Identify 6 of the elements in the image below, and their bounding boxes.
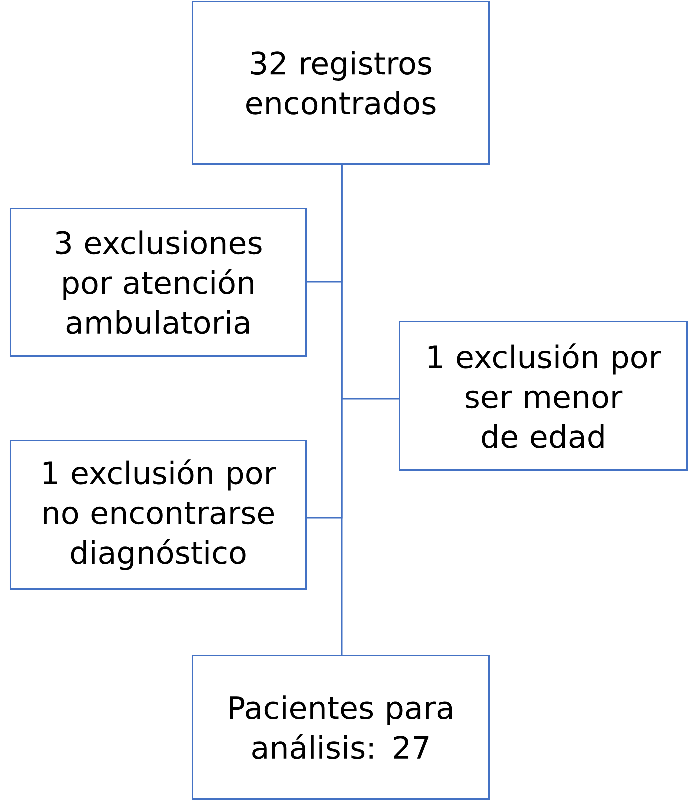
- process-box: 1 exclusión por ser menor de edad: [399, 321, 688, 471]
- process-box: Pacientes para análisis: 27: [192, 655, 490, 800]
- process-box: 3 exclusiones por atención ambulatoria: [10, 208, 307, 357]
- process-box: 32 registros encontrados: [192, 1, 490, 165]
- connector-line: [307, 165, 343, 519]
- process-box: 1 exclusión por no encontrarse diagnóstico: [10, 440, 307, 590]
